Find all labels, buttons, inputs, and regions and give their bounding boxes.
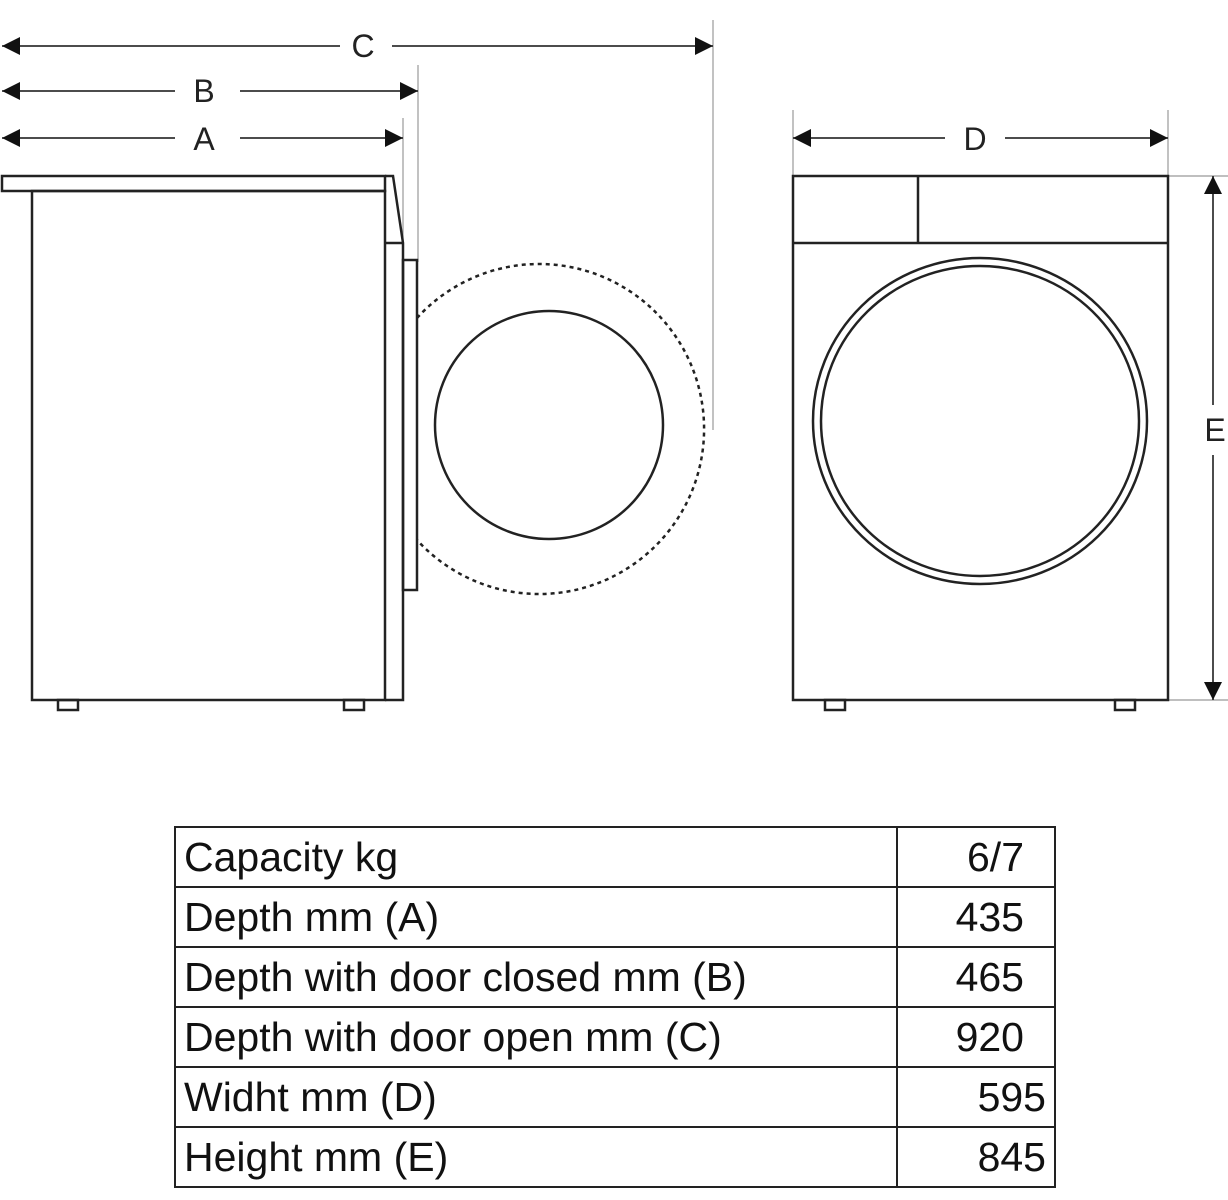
table-row: Widht mm (D)595 xyxy=(174,1066,1056,1128)
table-row: Depth with door closed mm (B)465 xyxy=(174,946,1056,1008)
row-label: Height mm (E) xyxy=(174,1126,898,1188)
row-value: 6/7 xyxy=(896,826,1056,888)
row-value: 595 xyxy=(896,1066,1056,1128)
label-e: E xyxy=(1204,412,1225,448)
label-c: C xyxy=(351,28,374,64)
label-b: B xyxy=(193,73,214,109)
open-door xyxy=(433,309,665,541)
side-view xyxy=(0,174,706,712)
table-row: Depth with door open mm (C)920 xyxy=(174,1006,1056,1068)
row-value: 435 xyxy=(896,886,1056,948)
table-row: Depth mm (A)435 xyxy=(174,886,1056,948)
extension-lines xyxy=(402,20,1228,701)
row-label: Widht mm (D) xyxy=(174,1066,898,1128)
row-label: Depth mm (A) xyxy=(174,886,898,948)
row-label: Depth with door open mm (C) xyxy=(174,1006,898,1068)
label-d: D xyxy=(963,121,986,157)
door xyxy=(811,256,1149,586)
front-view xyxy=(791,174,1170,712)
row-value: 845 xyxy=(896,1126,1056,1188)
row-label: Capacity kg xyxy=(174,826,898,888)
drawing: C B A D E xyxy=(0,20,1228,712)
row-value: 920 xyxy=(896,1006,1056,1068)
label-a: A xyxy=(193,121,215,157)
door-swing-outline xyxy=(416,262,706,596)
row-label: Depth with door closed mm (B) xyxy=(174,946,898,1008)
row-value: 465 xyxy=(896,946,1056,1008)
table-row: Height mm (E)845 xyxy=(174,1126,1056,1188)
